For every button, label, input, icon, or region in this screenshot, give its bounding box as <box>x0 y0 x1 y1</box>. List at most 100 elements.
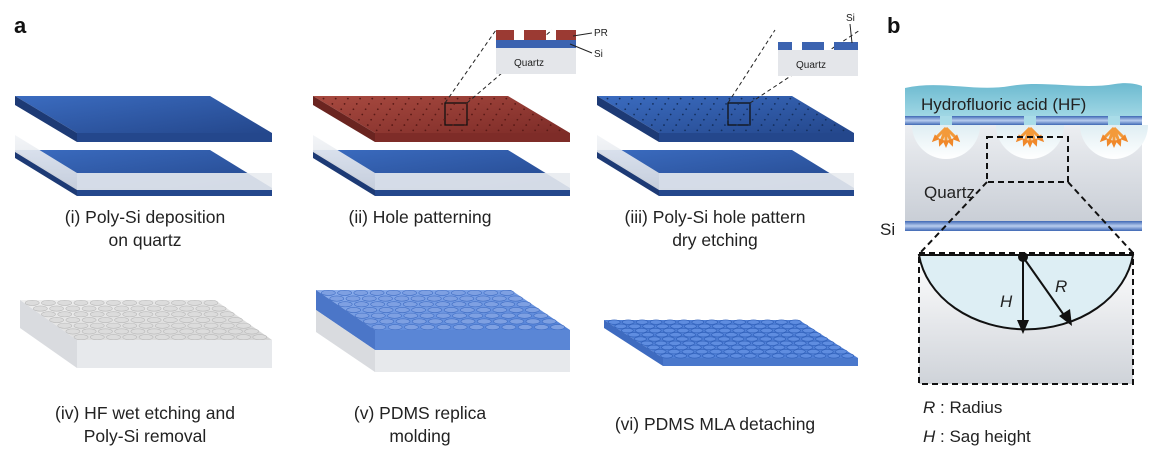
lens-cell <box>753 323 767 329</box>
lens-cell <box>434 289 450 296</box>
hole-dot <box>812 118 815 121</box>
hole-dot <box>769 129 772 132</box>
lens-cell <box>667 349 681 355</box>
lens-cell <box>57 299 72 306</box>
hole-dot <box>721 108 724 111</box>
lens-cell <box>648 336 661 342</box>
legend-radius-symbol: R <box>923 398 935 417</box>
hole-dot <box>777 97 780 100</box>
lens-cell <box>725 323 739 329</box>
lens-cell <box>640 340 654 346</box>
lens-cell <box>354 312 370 319</box>
hole-dot <box>534 129 537 132</box>
lens-cell <box>452 312 467 319</box>
etch-arrow-head <box>1110 140 1118 148</box>
lens-cell <box>378 307 394 313</box>
lens-cell <box>802 328 815 334</box>
lens-cell <box>683 332 696 338</box>
hole-dot <box>358 118 360 121</box>
lens-cell <box>525 307 540 313</box>
lens-cell <box>491 295 507 302</box>
etch-arrow-head <box>1026 140 1034 148</box>
lens-cell <box>795 323 809 329</box>
lens-cell <box>467 301 483 308</box>
hole-dot <box>767 113 770 116</box>
hole-dot <box>458 113 461 116</box>
lens-cell <box>404 324 419 331</box>
lens-cell <box>767 323 781 329</box>
hole-dot <box>406 118 409 121</box>
lens-cell <box>426 295 442 302</box>
lens-cell <box>49 305 64 312</box>
lens-cell <box>739 323 753 329</box>
hole-dot <box>331 103 334 105</box>
lens-cell <box>386 289 401 296</box>
etch-arrow-head <box>942 140 950 148</box>
hole-dot <box>663 124 665 126</box>
lens-cell <box>203 299 219 306</box>
hole-dot <box>794 108 797 111</box>
hole-dot <box>523 108 525 111</box>
hole-dot <box>493 97 496 100</box>
etch-arrow-head <box>1115 138 1122 147</box>
lens-cell <box>460 307 475 313</box>
hole-dot <box>633 113 635 116</box>
lens-cell <box>525 318 541 325</box>
hole-dot <box>486 108 489 111</box>
hole-dot <box>688 103 691 105</box>
lens-cell <box>163 305 178 312</box>
lens-cell <box>765 349 778 355</box>
lens-cell <box>794 332 808 338</box>
hole-dot <box>488 124 491 126</box>
lens-cell <box>369 289 385 296</box>
lens-cell <box>681 349 695 355</box>
lens-cell <box>203 334 219 341</box>
hole-dot <box>432 97 435 100</box>
hole-dot <box>448 129 451 132</box>
step-vi-caption-line1: (vi) PDMS MLA detaching <box>615 414 815 434</box>
lens-cell <box>476 307 491 313</box>
lens-cell <box>541 318 557 325</box>
hole-dot <box>770 108 773 111</box>
etch-arrow-head <box>1015 134 1024 143</box>
lens-cell <box>730 353 743 359</box>
lens-cell <box>346 307 361 313</box>
lens-cell <box>815 336 828 342</box>
hole-dot <box>464 124 467 126</box>
lens-cell <box>752 340 765 346</box>
lens-cell <box>138 322 154 329</box>
lens-cell <box>154 322 170 329</box>
lens-cell <box>772 344 786 350</box>
hole-dot <box>500 124 503 126</box>
lens-cell <box>130 317 146 323</box>
lens-cell <box>219 322 235 329</box>
hole-dot <box>702 118 705 121</box>
lens-cell <box>691 319 705 325</box>
lens-cell <box>799 353 813 359</box>
hole-dot <box>383 97 386 100</box>
hole-dot <box>679 97 682 100</box>
lens-cell <box>236 322 251 329</box>
lens-cell <box>814 344 828 350</box>
lens-cell <box>621 319 635 325</box>
hole-dot <box>788 118 791 121</box>
lens-cell <box>668 340 682 346</box>
hole-dot <box>361 113 364 116</box>
hole-dot <box>657 113 660 116</box>
lens-cell <box>475 295 491 302</box>
hole-dot <box>655 97 658 100</box>
hole-dot <box>346 97 349 100</box>
lens-cell <box>670 323 683 329</box>
inset-iii: Si Quartz <box>778 13 858 76</box>
lens-cell <box>766 332 780 338</box>
hole-dot <box>474 108 477 111</box>
lens-cell <box>508 307 524 313</box>
lens-cell <box>363 318 378 325</box>
hole-dot <box>685 108 688 111</box>
hole-dot <box>687 124 690 126</box>
lens-cell <box>501 312 516 319</box>
lens-cell <box>163 317 178 323</box>
hole-dot <box>467 118 470 121</box>
lens-cell <box>329 295 345 302</box>
